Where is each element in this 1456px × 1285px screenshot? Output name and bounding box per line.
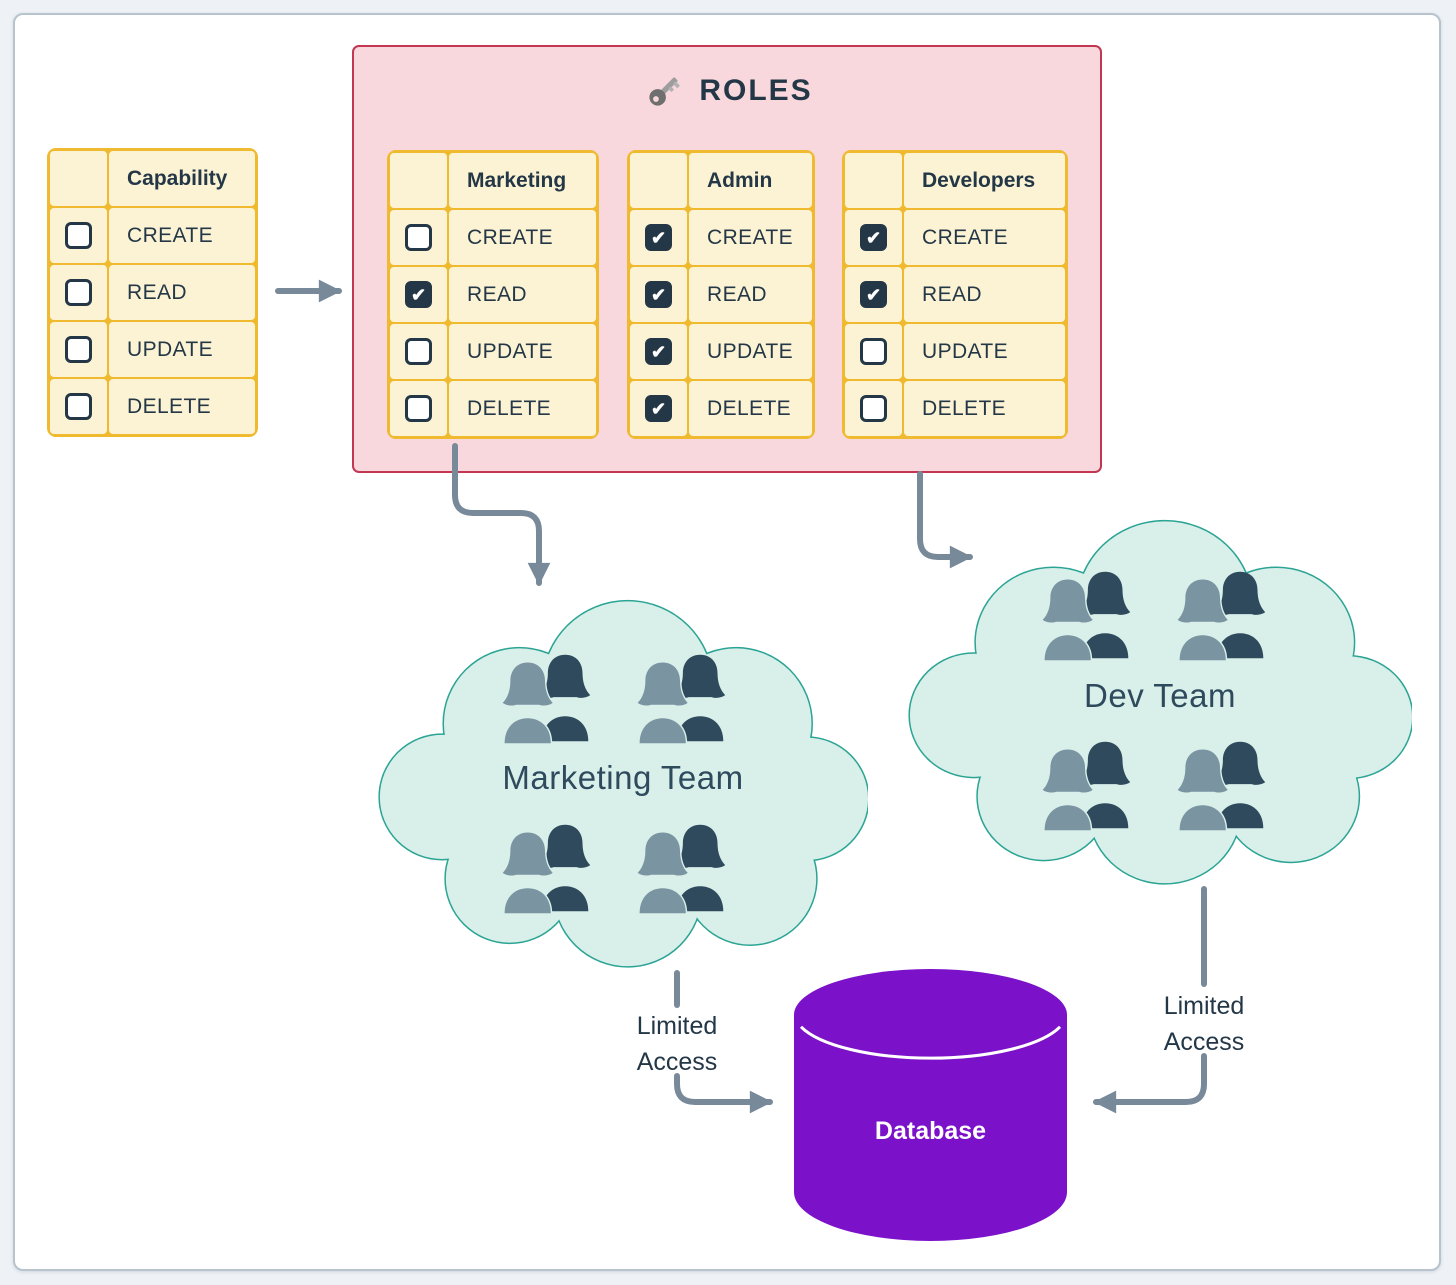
row-label: DELETE [448,380,597,437]
delete-checkbox[interactable] [860,395,887,422]
update-checkbox[interactable] [65,336,92,363]
row-label: DELETE [108,378,256,435]
people-pair-icon [1176,740,1267,832]
update-checkbox[interactable] [645,338,672,365]
table-header: Admin [688,152,813,209]
table-row: DELETE [49,378,256,435]
marketing-role-table: Marketing CREATE READ UPDATE DELETE [387,150,599,439]
header-empty-cell [49,150,108,207]
delete-checkbox[interactable] [645,395,672,422]
limited-access-label-right: Limited Access [1163,992,1245,1056]
admin-role-table: Admin CREATE READ UPDATE DELETE [627,150,815,439]
header-empty-cell [389,152,448,209]
row-label: CREATE [903,209,1066,266]
row-label: UPDATE [108,321,256,378]
marketing-team-cloud: Marketing Team [378,592,868,968]
row-label: READ [108,264,256,321]
row-label: READ [903,266,1066,323]
cloud-label: Dev Team [1084,677,1236,714]
cylinder-shape [793,968,1068,1241]
dev-team-cloud: Dev Team [908,512,1412,885]
cloud-label: Marketing Team [502,759,744,796]
header-empty-cell [844,152,903,209]
table-row: UPDATE [49,321,256,378]
roles-panel: ROLES Marketing CREATE READ UPDATE D [352,45,1102,473]
table-row: READ [49,264,256,321]
roles-title-text: ROLES [699,74,813,107]
row-label: CREATE [688,209,813,266]
read-checkbox[interactable] [405,281,432,308]
create-checkbox[interactable] [860,224,887,251]
delete-checkbox[interactable] [405,395,432,422]
update-checkbox[interactable] [405,338,432,365]
table-header: Marketing [448,152,597,209]
read-checkbox[interactable] [860,281,887,308]
key-icon [649,77,680,106]
people-pair-icon [501,653,592,745]
people-pair-icon [636,653,727,745]
table-header: Capability [108,150,256,207]
database-cylinder: Database [793,967,1068,1242]
people-pair-icon [636,823,727,915]
row-label: UPDATE [688,323,813,380]
people-pair-icon [1041,740,1132,832]
limited-access-label-left: Limited Access [636,1012,718,1076]
read-checkbox[interactable] [645,281,672,308]
people-pair-icon [1041,570,1132,662]
developers-role-table: Developers CREATE READ UPDATE DELETE [842,150,1068,439]
row-label: DELETE [903,380,1066,437]
table-header-row: Capability [49,150,256,207]
header-empty-cell [629,152,688,209]
row-label: UPDATE [448,323,597,380]
create-checkbox[interactable] [645,224,672,251]
row-label: READ [688,266,813,323]
people-pair-icon [501,823,592,915]
create-checkbox[interactable] [65,222,92,249]
database-label: Database [874,1117,987,1145]
update-checkbox[interactable] [860,338,887,365]
table-row: CREATE [49,207,256,264]
row-label: DELETE [688,380,813,437]
people-pair-icon [1176,570,1267,662]
read-checkbox[interactable] [65,279,92,306]
row-label: CREATE [448,209,597,266]
row-label: CREATE [108,207,256,264]
delete-checkbox[interactable] [65,393,92,420]
row-label: UPDATE [903,323,1066,380]
table-header: Developers [903,152,1066,209]
create-checkbox[interactable] [405,224,432,251]
capability-table: Capability CREATE READ UPDATE DELETE [47,148,258,437]
row-label: READ [448,266,597,323]
roles-panel-title: ROLES [354,69,1100,113]
